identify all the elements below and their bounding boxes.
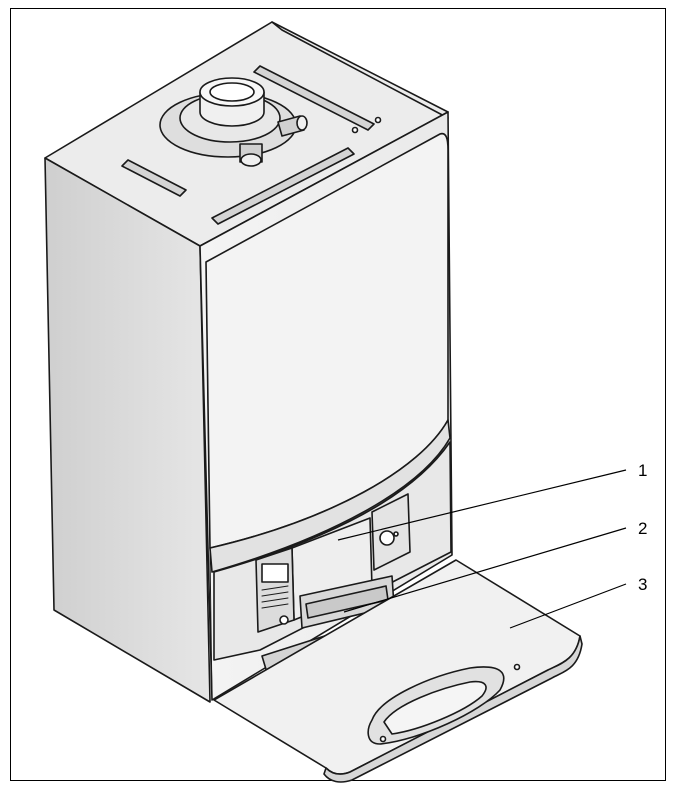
top-slot-front — [211, 147, 355, 225]
flap-door-edge — [323, 635, 583, 783]
casing-left-side — [44, 157, 211, 703]
top-screw-2 — [374, 116, 382, 124]
top-screw-1 — [351, 126, 359, 134]
callout-1: 1 — [638, 461, 647, 480]
callout-2: 2 — [638, 519, 647, 538]
flue-port-right-cap — [296, 115, 308, 131]
leader-1 — [337, 469, 627, 541]
top-slot-rear — [253, 65, 375, 131]
display-buttons — [261, 585, 289, 609]
door-handle-inner — [383, 680, 487, 735]
flue-port-front-cap — [240, 153, 262, 167]
callout-3: 3 — [638, 575, 647, 594]
front-left-edge — [205, 261, 213, 701]
door-screw-front — [379, 735, 387, 743]
top-slot-left — [121, 159, 187, 197]
leader-2 — [343, 527, 627, 613]
casing-top-rim — [271, 21, 449, 119]
door-screw-right — [513, 663, 521, 671]
display-knob — [279, 615, 289, 625]
gauge-dot — [393, 531, 399, 537]
front-cover-lower-band — [209, 419, 451, 573]
display-screen — [261, 563, 289, 583]
flue-pipe-inner — [209, 82, 255, 102]
leader-3 — [509, 583, 627, 629]
pressure-gauge — [379, 530, 395, 546]
